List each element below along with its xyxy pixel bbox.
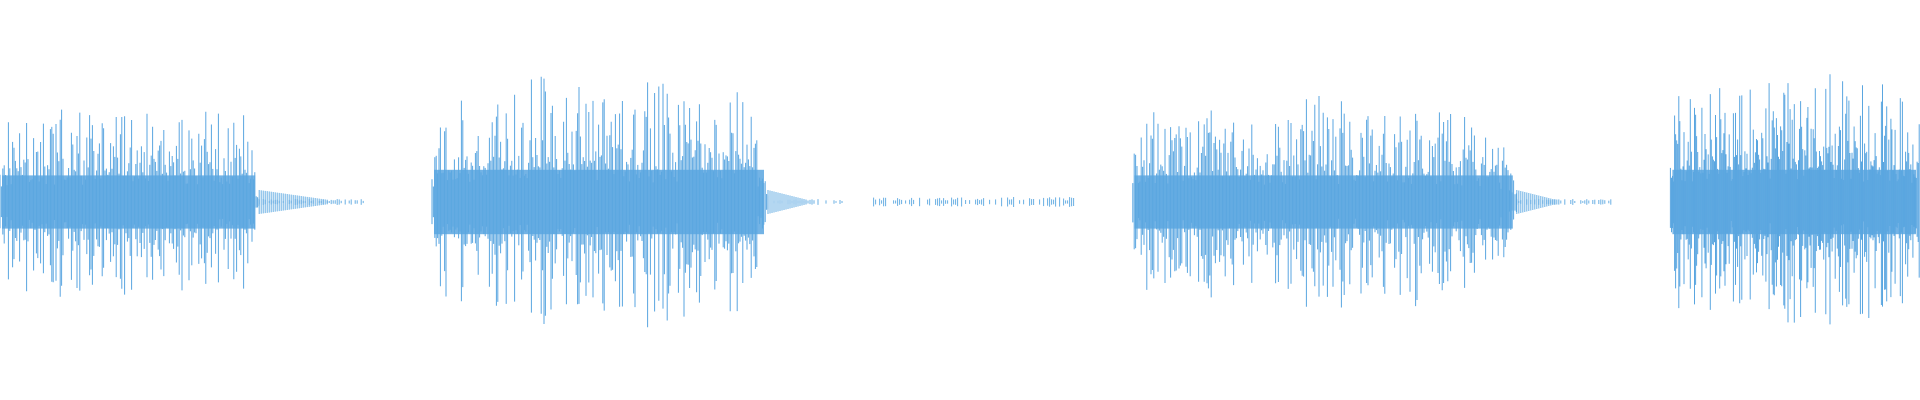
waveform-body	[1134, 175, 1513, 229]
